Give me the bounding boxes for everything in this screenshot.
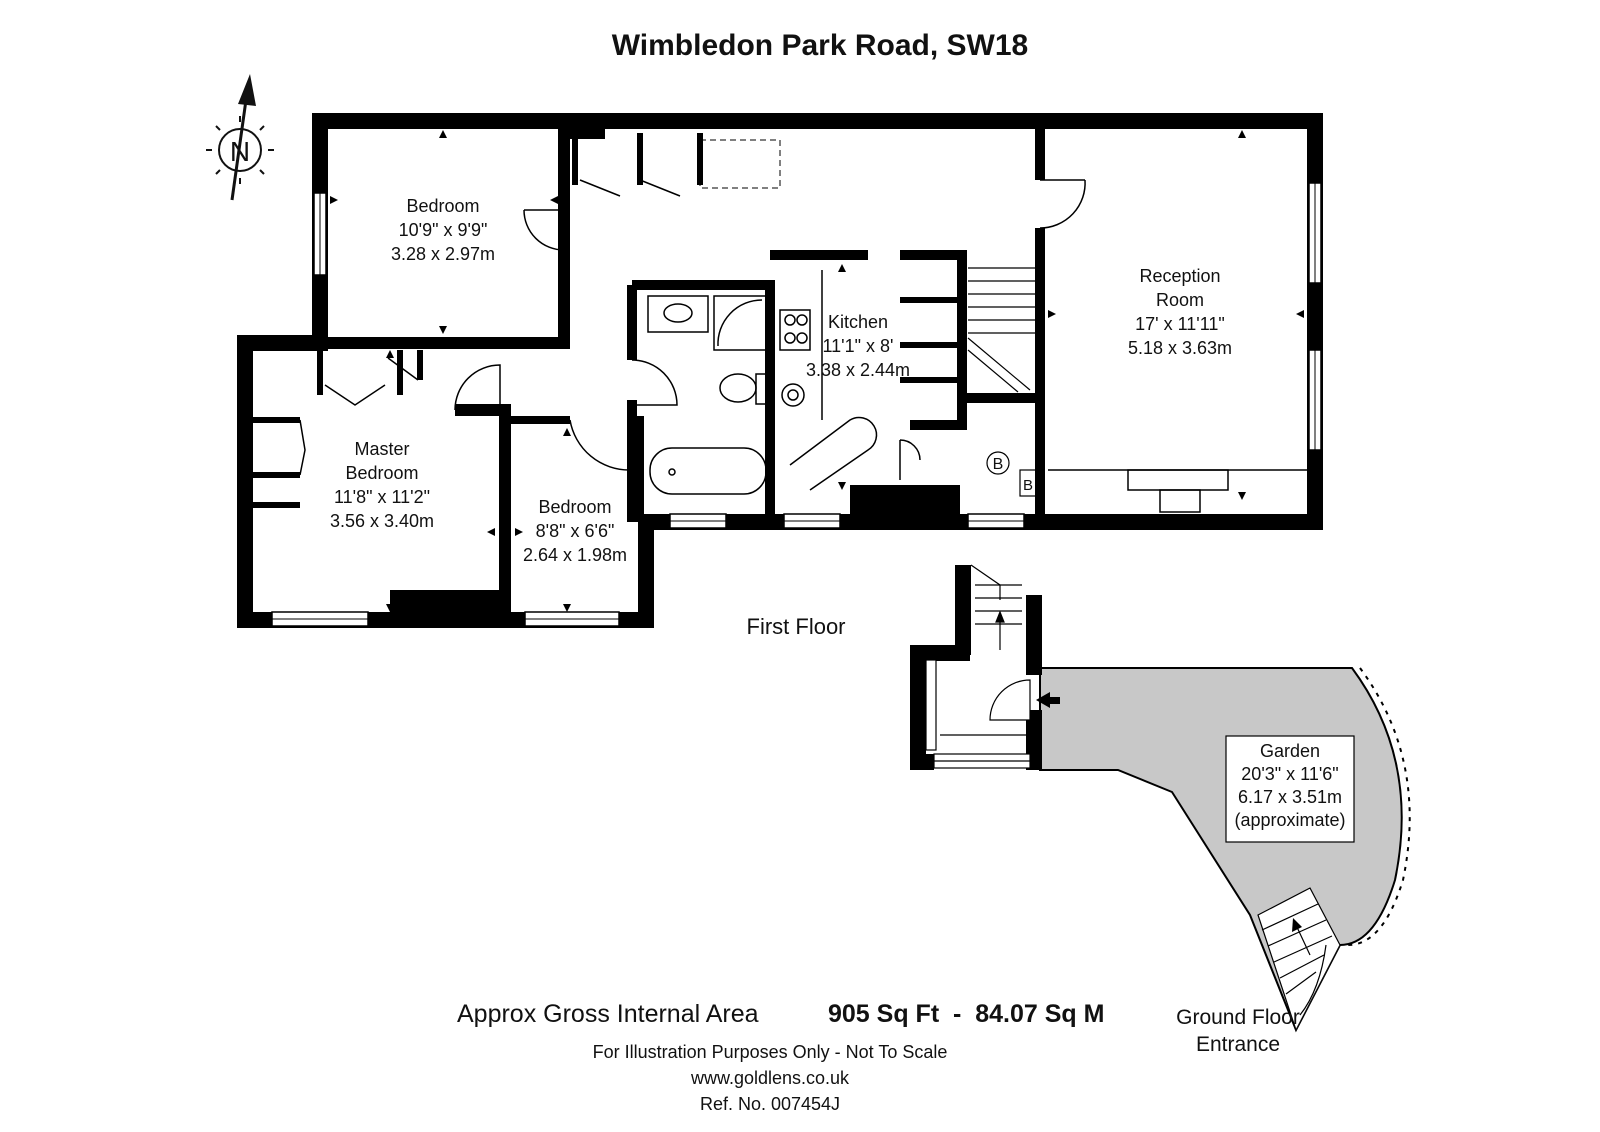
reception-fittings: [1048, 469, 1308, 513]
room-name-line2: Bedroom: [345, 463, 418, 483]
website-text: www.goldlens.co.uk: [690, 1068, 850, 1088]
cupboards: [317, 133, 962, 395]
reference-number: Ref. No. 007454J: [700, 1094, 840, 1114]
doors: [299, 179, 1086, 480]
bathroom-fixtures: [647, 270, 878, 495]
room-name: Kitchen: [828, 312, 888, 332]
garden-label: Garden 20'3" x 11'6" 6.17 x 3.51m (appro…: [1225, 735, 1355, 843]
disclaimer-text: For Illustration Purposes Only - Not To …: [593, 1042, 948, 1062]
room-size-imperial: 11'1" x 8': [823, 336, 894, 356]
room-name-line1: Master: [354, 439, 409, 459]
plan-title: Wimbledon Park Road, SW18: [612, 29, 1028, 62]
ground-floor-details: [925, 564, 1031, 769]
first-floor-label: First Floor: [747, 614, 846, 639]
garden-note: (approximate): [1234, 810, 1345, 830]
room-size-metric: 3.56 x 3.40m: [330, 511, 434, 531]
boiler-letter: B: [993, 456, 1004, 473]
room-name: Bedroom: [538, 497, 611, 517]
windows: [271, 182, 1322, 627]
room-name-line1: Reception: [1139, 266, 1220, 286]
room-size-imperial: 8'8" x 6'6": [536, 521, 615, 541]
garden-area: [1039, 667, 1411, 1033]
room-kitchen: Kitchen 11'1" x 8' 3.38 x 2.44m: [806, 312, 910, 380]
dimension-ticks: [330, 130, 1304, 612]
room-size-metric: 3.38 x 2.44m: [806, 360, 910, 380]
garden-name: Garden: [1260, 741, 1320, 761]
ground-stairs-arrow: [1292, 918, 1327, 1016]
room-size-imperial: 11'8" x 11'2": [334, 487, 430, 507]
wall-blocks: [390, 485, 960, 622]
room-master-bedroom: Master Bedroom 11'8" x 11'2" 3.56 x 3.40…: [330, 439, 434, 531]
ground-floor-label-line1: Ground Floor: [1176, 1006, 1300, 1029]
area-label: Approx Gross Internal Area: [457, 1000, 759, 1028]
boiler-marker: B: [986, 451, 1010, 475]
room-name-line2: Room: [1156, 290, 1204, 310]
room-size-metric: 2.64 x 1.98m: [523, 545, 627, 565]
skylight: [699, 139, 781, 189]
room-bedroom-1: Bedroom 10'9" x 9'9" 3.28 x 2.97m: [391, 196, 495, 264]
garden-size-metric: 6.17 x 3.51m: [1238, 787, 1342, 807]
room-name: Bedroom: [406, 196, 479, 216]
room-size-metric: 5.18 x 3.63m: [1128, 338, 1232, 358]
room-reception: Reception Room 17' x 11'11" 5.18 x 3.63m: [1128, 266, 1232, 358]
ground-floor-label-line2: Entrance: [1196, 1033, 1280, 1056]
room-size-imperial: 10'9" x 9'9": [399, 220, 488, 240]
boiler-box: B: [1019, 469, 1037, 497]
garden-steps: [1257, 887, 1341, 1030]
boiler-box-letter: B: [1023, 477, 1033, 494]
compass-icon: N: [206, 74, 274, 201]
compass-letter: N: [230, 136, 250, 167]
room-bedroom-2: Bedroom 8'8" x 6'6" 2.64 x 1.98m: [523, 497, 627, 565]
area-value: 905 Sq Ft - 84.07 Sq M: [828, 1000, 1104, 1028]
room-size-metric: 3.28 x 2.97m: [391, 244, 495, 264]
stairs-first-floor: [967, 267, 1035, 393]
room-size-imperial: 17' x 11'11": [1135, 314, 1225, 334]
garden-size-imperial: 20'3" x 11'6": [1241, 764, 1338, 784]
